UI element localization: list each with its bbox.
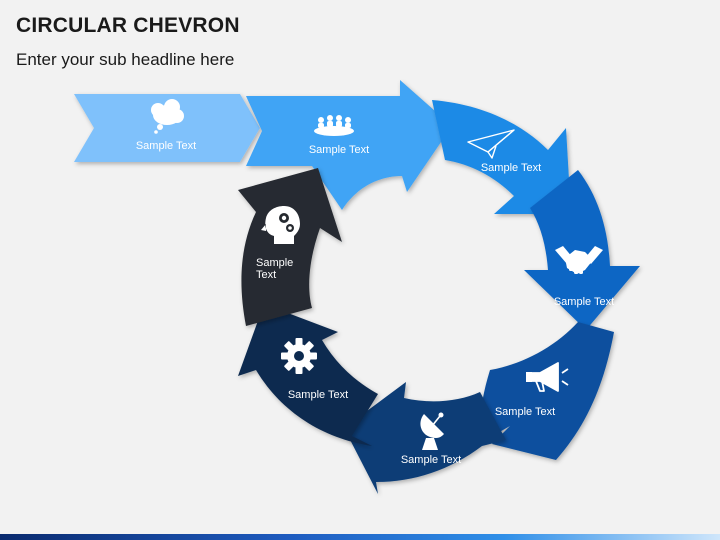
page-subtitle: Enter your sub headline here [16,50,235,69]
stage-8-label-line-2: Text [256,269,276,281]
stage-4-shape [524,170,640,330]
bottom-accent-bar [0,534,720,540]
satellite-dish-icon [420,412,444,450]
megaphone-icon [526,362,569,392]
team-meeting-icon [314,115,354,136]
stage-1-label: Sample Text [136,140,196,152]
page-title: CIRCULAR CHEVRON [16,14,240,37]
stage-5-label: Sample Text [495,406,555,418]
stage-6-shape [344,382,506,494]
stage-2: Sample Text [246,80,452,210]
stage-6-label: Sample Text [401,454,461,466]
stage-8-shape [238,168,342,326]
stage-4: Sample Text [524,170,640,330]
stage-5-shape [480,322,614,460]
stage-7: Sample Text [238,304,378,446]
thought-cloud-icon [151,99,184,134]
handshake-icon [555,246,603,274]
stage-5: Sample Text [480,322,614,460]
stage-8-label: Sample Text [256,257,296,281]
stage-1-shape [74,94,260,162]
paper-plane-icon [467,129,515,159]
gear-icon [281,338,317,374]
stage-7-label: Sample Text [288,389,348,401]
stage-3: Sample Text [432,100,571,214]
stage-1: Sample Text [74,94,260,162]
stage-8-label-line-1: Sample [256,257,293,269]
stage-3-label: Sample Text [481,162,541,174]
stage-4-label: Sample Text [554,296,614,308]
stage-7-shape [238,304,378,446]
stage-2-label: Sample Text [309,144,369,156]
head-gears-icon [261,206,300,244]
stage-6: Sample Text [344,382,506,494]
stage-8: Sample Text [238,168,342,326]
stage-3-shape [432,100,571,214]
stage-2-shape [246,80,452,210]
